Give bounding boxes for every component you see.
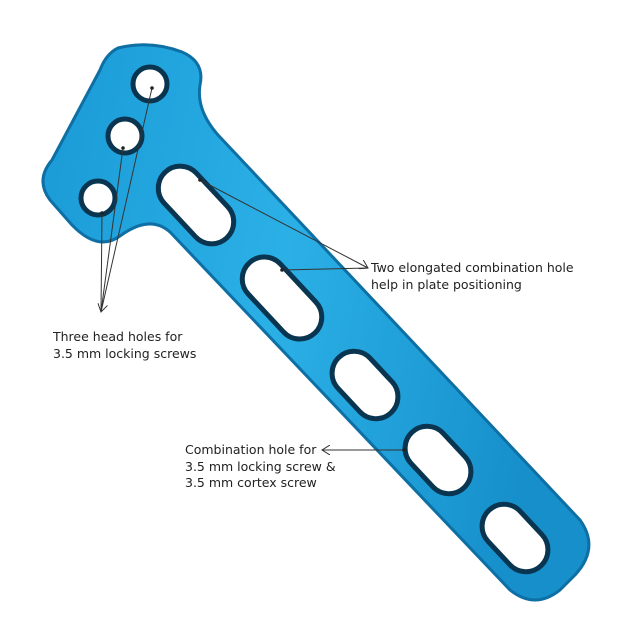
combination-hole-label: Combination hole for 3.5 mm locking scre… <box>185 442 336 492</box>
label-line: 3.5 mm cortex screw <box>185 475 317 490</box>
head-hole <box>105 116 145 156</box>
head-holes <box>78 64 170 218</box>
elongated-hole <box>155 163 237 247</box>
elongated-hole <box>239 254 325 342</box>
label-line: Combination hole for <box>185 442 317 457</box>
elongated-holes-label: Two elongated combination hole help in p… <box>371 260 574 293</box>
combination-hole <box>329 348 401 422</box>
label-line: Two elongated combination hole <box>371 260 574 275</box>
head-hole <box>78 178 118 218</box>
label-line: 3.5 mm locking screw & <box>185 458 336 474</box>
combination-hole <box>402 423 474 497</box>
shaft-holes <box>155 163 551 575</box>
leader-lines <box>101 87 404 450</box>
head-holes-label: Three head holes for 3.5 mm locking scre… <box>53 329 196 362</box>
leader-dots <box>100 86 406 452</box>
label-line: 3.5 mm locking screws <box>53 345 197 361</box>
combination-hole <box>479 501 551 575</box>
label-line: Three head holes for <box>53 329 183 344</box>
label-line: help in plate positioning <box>371 276 522 292</box>
head-hole <box>130 64 170 104</box>
